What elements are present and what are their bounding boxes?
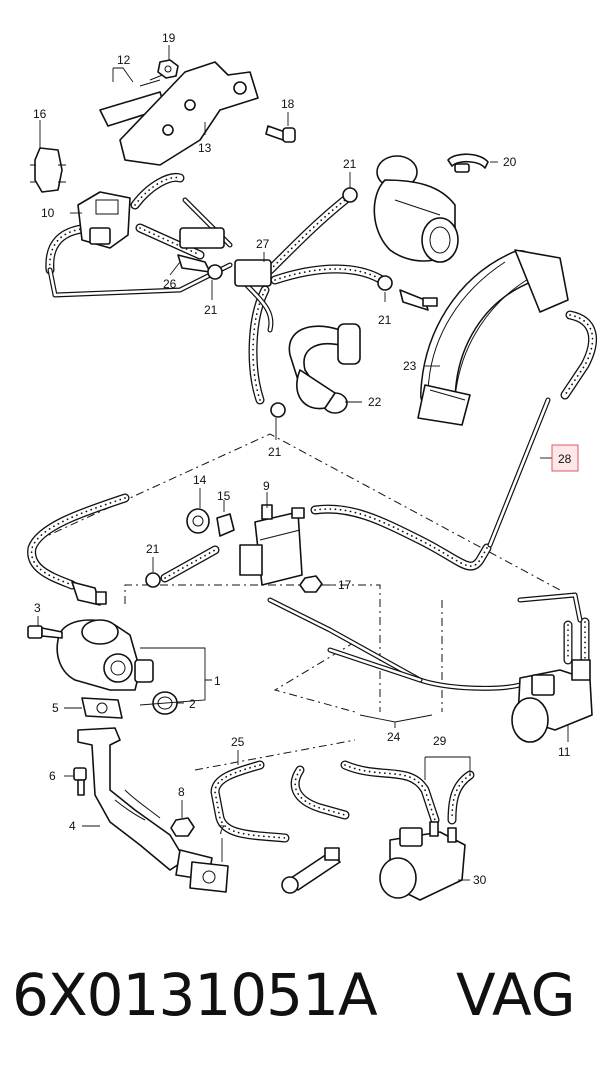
label-10: 10	[41, 206, 55, 220]
bolt-3	[27, 625, 63, 639]
label-12: 12	[117, 53, 131, 67]
footer: 6X0131051A VAG	[0, 955, 600, 1045]
label-11: 11	[558, 745, 571, 759]
label-21-c: 21	[378, 313, 392, 327]
nut-8	[170, 817, 195, 837]
distribution-block	[177, 227, 272, 287]
label-3: 3	[34, 601, 41, 615]
callout-labels: 19 12 18 16 13 21 20 10 27 26 21 21 23 2…	[33, 31, 579, 887]
label-15: 15	[217, 489, 231, 503]
group-outline-lines	[37, 433, 561, 771]
turbocharger	[373, 155, 459, 263]
label-21-a: 21	[343, 157, 357, 171]
label-23: 23	[403, 359, 417, 373]
label-6: 6	[49, 769, 56, 783]
label-17: 17	[338, 578, 352, 592]
bracket-13	[99, 61, 259, 166]
label-19: 19	[162, 31, 176, 45]
bolt-18	[265, 125, 296, 143]
bolt-6	[73, 767, 87, 796]
label-16: 16	[33, 107, 47, 121]
brand-name: VAG	[456, 961, 576, 1029]
label-1: 1	[214, 674, 221, 688]
gasket-7	[189, 861, 229, 893]
pressure-converter-9	[239, 504, 305, 586]
label-20: 20	[503, 155, 517, 169]
label-7: 7	[218, 823, 225, 837]
label-29: 29	[433, 734, 447, 748]
label-5: 5	[52, 701, 59, 715]
label-4: 4	[69, 819, 76, 833]
solenoid-valve-30	[379, 821, 466, 901]
gasket-5	[81, 697, 123, 719]
damper-16	[30, 147, 66, 193]
damper-14	[186, 508, 210, 534]
hose-clamp-20	[447, 153, 489, 173]
label-22: 22	[368, 395, 382, 409]
highlight-box-28	[551, 444, 579, 472]
intake-hose-23	[417, 249, 569, 426]
solenoid-valve-10	[77, 191, 131, 249]
label-2: 2	[189, 697, 196, 711]
label-27: 27	[256, 237, 270, 251]
solenoid-valve-11	[511, 659, 593, 743]
nut-17	[299, 575, 323, 593]
label-8: 8	[178, 785, 185, 799]
spacer-15	[216, 513, 235, 537]
part-number: 6X0131051A	[12, 961, 378, 1029]
parts-diagram: 19 12 18 16 13 21 20 10 27 26 21 21 23 2…	[27, 31, 597, 901]
label-26: 26	[163, 277, 177, 291]
fitting-25	[281, 847, 341, 894]
connecting-pipe-22	[288, 323, 361, 414]
clamp-21-left	[145, 572, 161, 588]
label-18: 18	[281, 97, 295, 111]
label-21-e: 21	[146, 542, 160, 556]
nut-19	[157, 59, 179, 79]
egr-pipe-4	[77, 727, 213, 881]
label-24: 24	[387, 730, 401, 744]
vacuum-hoses	[27, 173, 597, 843]
egr-valve-1	[56, 619, 154, 691]
vacuum-lines	[47, 197, 583, 691]
clamps-21-top	[207, 187, 438, 418]
label-21-b: 21	[204, 303, 218, 317]
label-25: 25	[231, 735, 245, 749]
leader-lines	[37, 45, 569, 881]
check-valve-left	[71, 581, 107, 606]
label-13: 13	[198, 141, 212, 155]
label-28: 28	[558, 452, 572, 466]
label-30: 30	[473, 873, 487, 887]
label-9: 9	[263, 479, 270, 493]
label-14: 14	[193, 473, 207, 487]
label-21-d: 21	[268, 445, 282, 459]
